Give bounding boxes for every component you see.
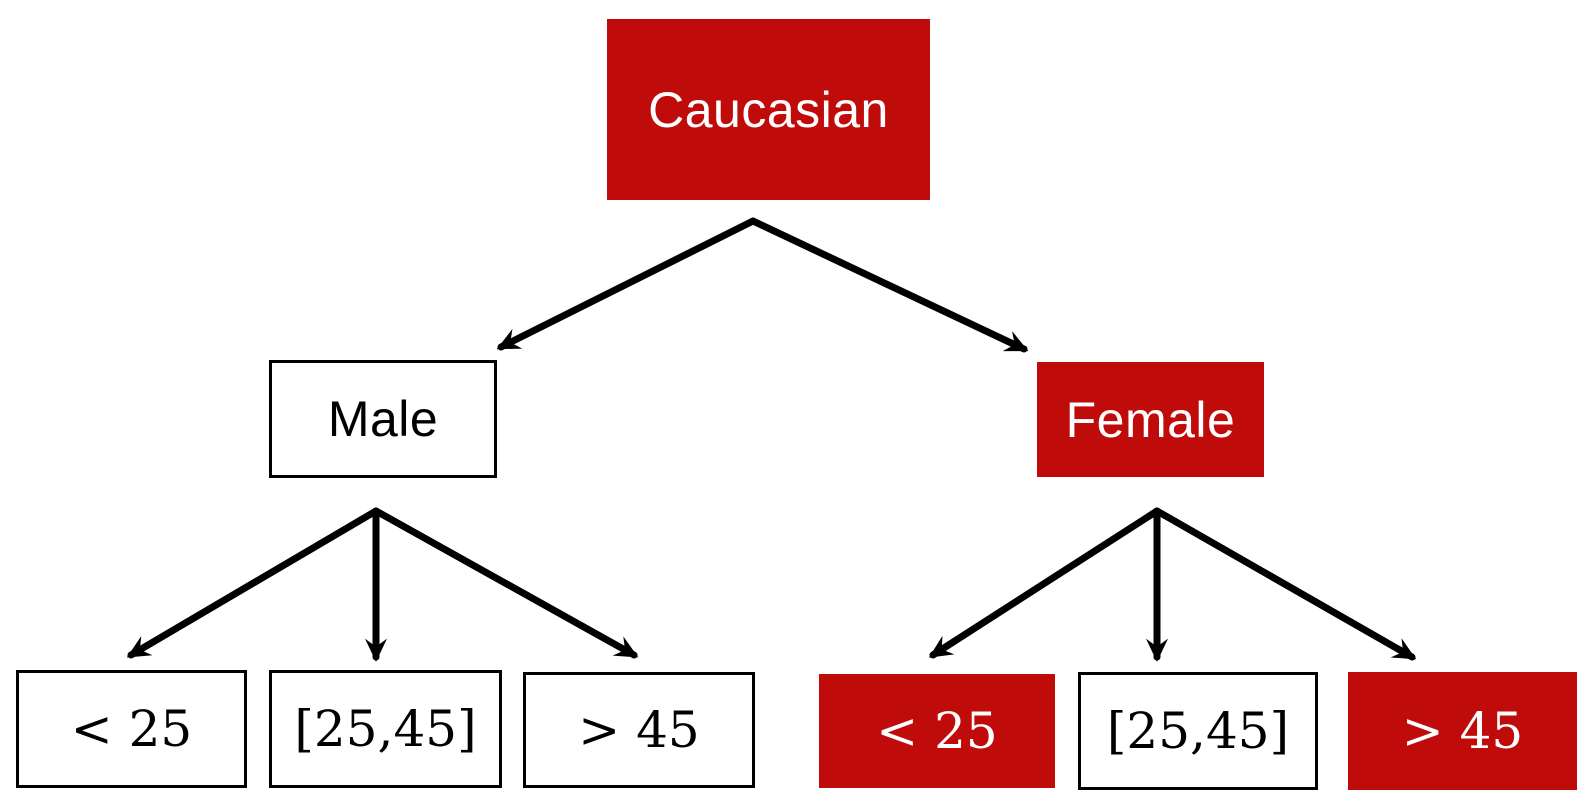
node-male: Male <box>269 360 497 478</box>
node-female-label: Female <box>1065 391 1236 448</box>
node-caucasian: Caucasian <box>607 19 930 200</box>
node-female-lt25: < 25 <box>819 674 1055 788</box>
node-female-gt45-label: > 45 <box>1401 702 1524 760</box>
node-female-lt25-label: < 25 <box>876 702 998 760</box>
node-male-gt45-label: > 45 <box>578 701 700 759</box>
node-male-lt25-label: < 25 <box>70 700 193 758</box>
node-female-25-45-label: [25,45] <box>1106 702 1290 760</box>
edge-female-to-lt25 <box>928 507 1161 659</box>
edge-root-to-male <box>496 217 757 351</box>
edge-male-to-lt25 <box>126 507 380 659</box>
node-female-25-45: [25,45] <box>1078 672 1318 790</box>
edge-male-to-gt45 <box>372 507 639 659</box>
node-female: Female <box>1037 362 1264 477</box>
node-caucasian-label: Caucasian <box>648 81 889 138</box>
node-male-25-45: [25,45] <box>269 670 502 788</box>
node-male-25-45-label: [25,45] <box>294 700 477 758</box>
edge-female-to-gt45 <box>1153 507 1417 661</box>
node-male-lt25: < 25 <box>16 670 247 788</box>
node-female-gt45: > 45 <box>1348 672 1577 790</box>
edge-root-to-female <box>749 217 1029 353</box>
node-male-label: Male <box>327 391 439 447</box>
node-male-gt45: > 45 <box>523 672 755 788</box>
